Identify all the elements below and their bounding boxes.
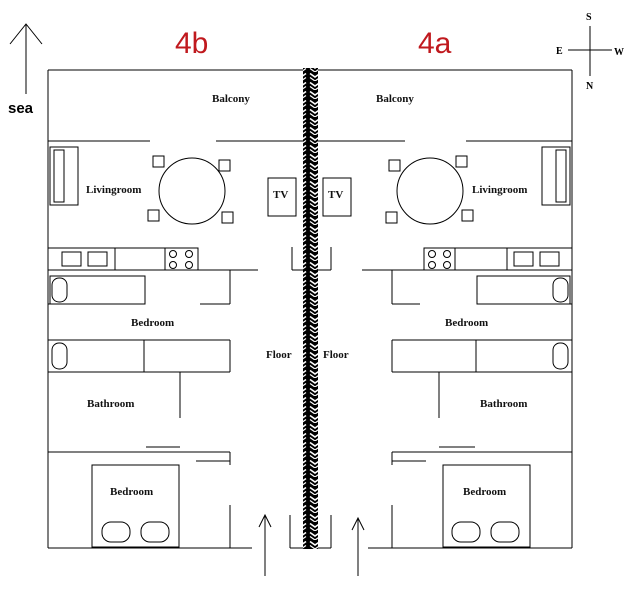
dining-table-right bbox=[396, 157, 464, 225]
tv-right bbox=[322, 177, 352, 217]
bathroom-right-label: Bathroom bbox=[480, 398, 527, 410]
dining-table-left bbox=[158, 157, 226, 225]
entrance-arrow-icon bbox=[258, 513, 365, 576]
tv-right-label: TV bbox=[328, 189, 343, 201]
party-wall bbox=[303, 68, 318, 549]
floor-right-label: Floor bbox=[323, 349, 349, 361]
bedroom-mid-left-label: Bedroom bbox=[131, 317, 174, 329]
balcony-left-label: Balcony bbox=[212, 93, 250, 105]
kitchen-counter-right bbox=[423, 247, 573, 271]
tv-left bbox=[267, 177, 297, 217]
sea-direction-arrow-icon bbox=[9, 23, 43, 94]
compass-west: W bbox=[614, 47, 624, 58]
livingroom-right-label: Livingroom bbox=[472, 184, 527, 196]
unit-label-left: 4b bbox=[175, 27, 208, 60]
livingroom-left-label: Livingroom bbox=[86, 184, 141, 196]
tv-left-label: TV bbox=[273, 189, 288, 201]
compass-north: N bbox=[586, 81, 594, 92]
bedroom-bottom-right-label: Bedroom bbox=[463, 486, 506, 498]
kitchen-counter-left bbox=[47, 247, 199, 271]
bedroom-bottom-left-label: Bedroom bbox=[110, 486, 153, 498]
outer-walls bbox=[47, 69, 573, 549]
balcony-right-label: Balcony bbox=[376, 93, 414, 105]
compass-south: S bbox=[586, 12, 592, 23]
bathroom-left-label: Bathroom bbox=[87, 398, 134, 410]
bedroom-mid-right-label: Bedroom bbox=[445, 317, 488, 329]
sea-label: sea bbox=[8, 100, 34, 117]
compass-icon bbox=[568, 26, 612, 76]
compass-east: E bbox=[556, 46, 563, 57]
unit-4a bbox=[318, 140, 573, 548]
unit-label-right: 4a bbox=[418, 27, 452, 60]
unit-4b bbox=[47, 140, 303, 548]
floor-left-label: Floor bbox=[266, 349, 292, 361]
